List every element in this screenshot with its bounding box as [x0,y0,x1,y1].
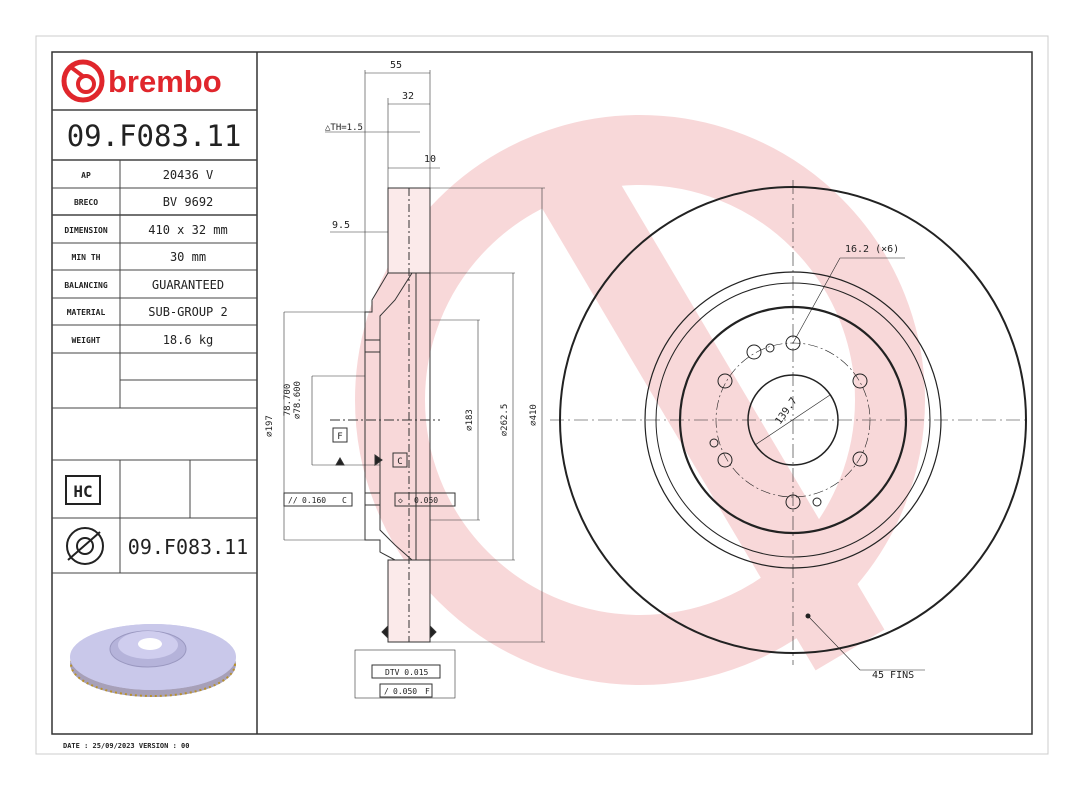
svg-text:16.2 (×6): 16.2 (×6) [845,244,899,255]
brembo-watermark [355,115,925,685]
svg-text:32: 32 [402,91,414,102]
svg-text:78.700: 78.700 [283,384,293,417]
svg-text:20436 V: 20436 V [163,168,214,182]
svg-text:30 mm: 30 mm [170,250,206,264]
svg-text:F: F [425,687,430,696]
svg-text:⌀410: ⌀410 [529,404,539,426]
svg-text:/: / [384,687,389,696]
hc-badge: HC [65,475,101,505]
svg-text:WEIGHT: WEIGHT [72,336,101,345]
spec-table: AP 20436 V BRECO BV 9692 DIMENSION 410 x… [64,168,227,347]
svg-text:brembo: brembo [108,64,222,99]
svg-text:BALANCING: BALANCING [64,281,108,290]
svg-text:55: 55 [390,60,402,71]
svg-text:0.160: 0.160 [302,496,326,505]
svg-text:⌀183: ⌀183 [465,409,475,431]
svg-text:9.5: 9.5 [332,220,350,231]
svg-text:MATERIAL: MATERIAL [67,308,106,317]
svg-text:DTV 0.015: DTV 0.015 [385,668,429,677]
svg-text:410 x 32 mm: 410 x 32 mm [148,223,227,237]
svg-text:DIMENSION: DIMENSION [64,226,108,235]
svg-text:⌀197: ⌀197 [265,415,275,437]
title-block [52,109,257,574]
footer-date-version: DATE : 25/09/2023 VERSION : 00 [63,742,189,750]
svg-text:△TH=1.5: △TH=1.5 [325,123,363,133]
svg-text:45 FINS: 45 FINS [872,670,914,681]
svg-text:MIN TH: MIN TH [72,253,101,262]
svg-text:139.7: 139.7 [773,396,799,427]
svg-text:F: F [337,432,342,442]
svg-text:BV 9692: BV 9692 [163,195,214,209]
section-view [283,70,545,699]
footer-part-number: 09.F083.11 [128,535,248,559]
front-view [550,180,1030,671]
svg-text:GUARANTEED: GUARANTEED [152,278,224,292]
svg-text:C: C [397,457,402,467]
brembo-logo: brembo [61,59,222,103]
svg-text:HC: HC [73,482,92,501]
svg-text://: // [288,496,298,505]
svg-text:C: C [342,496,347,505]
svg-text:SUB-GROUP 2: SUB-GROUP 2 [148,305,227,319]
drawing-frame [51,51,1033,735]
disc-render-image [70,624,236,697]
sheet-border [35,35,1049,755]
svg-text:BRECO: BRECO [74,198,98,207]
svg-text:AP: AP [81,171,91,180]
disc-type-icon [66,527,104,565]
svg-text:⌀78.600: ⌀78.600 [293,381,303,419]
svg-text:10: 10 [424,154,436,165]
svg-text:◇: ◇ [398,496,403,505]
part-number: 09.F083.11 [67,119,242,153]
svg-text:0.050: 0.050 [393,687,417,696]
section-view-labels: 55 32 △TH=1.5 10 9.5 ⌀197 78.700 ⌀78.600… [265,60,539,696]
svg-text:18.6 kg: 18.6 kg [163,333,214,347]
svg-text:⌀262.5: ⌀262.5 [500,404,510,437]
svg-text:0.050: 0.050 [414,496,438,505]
